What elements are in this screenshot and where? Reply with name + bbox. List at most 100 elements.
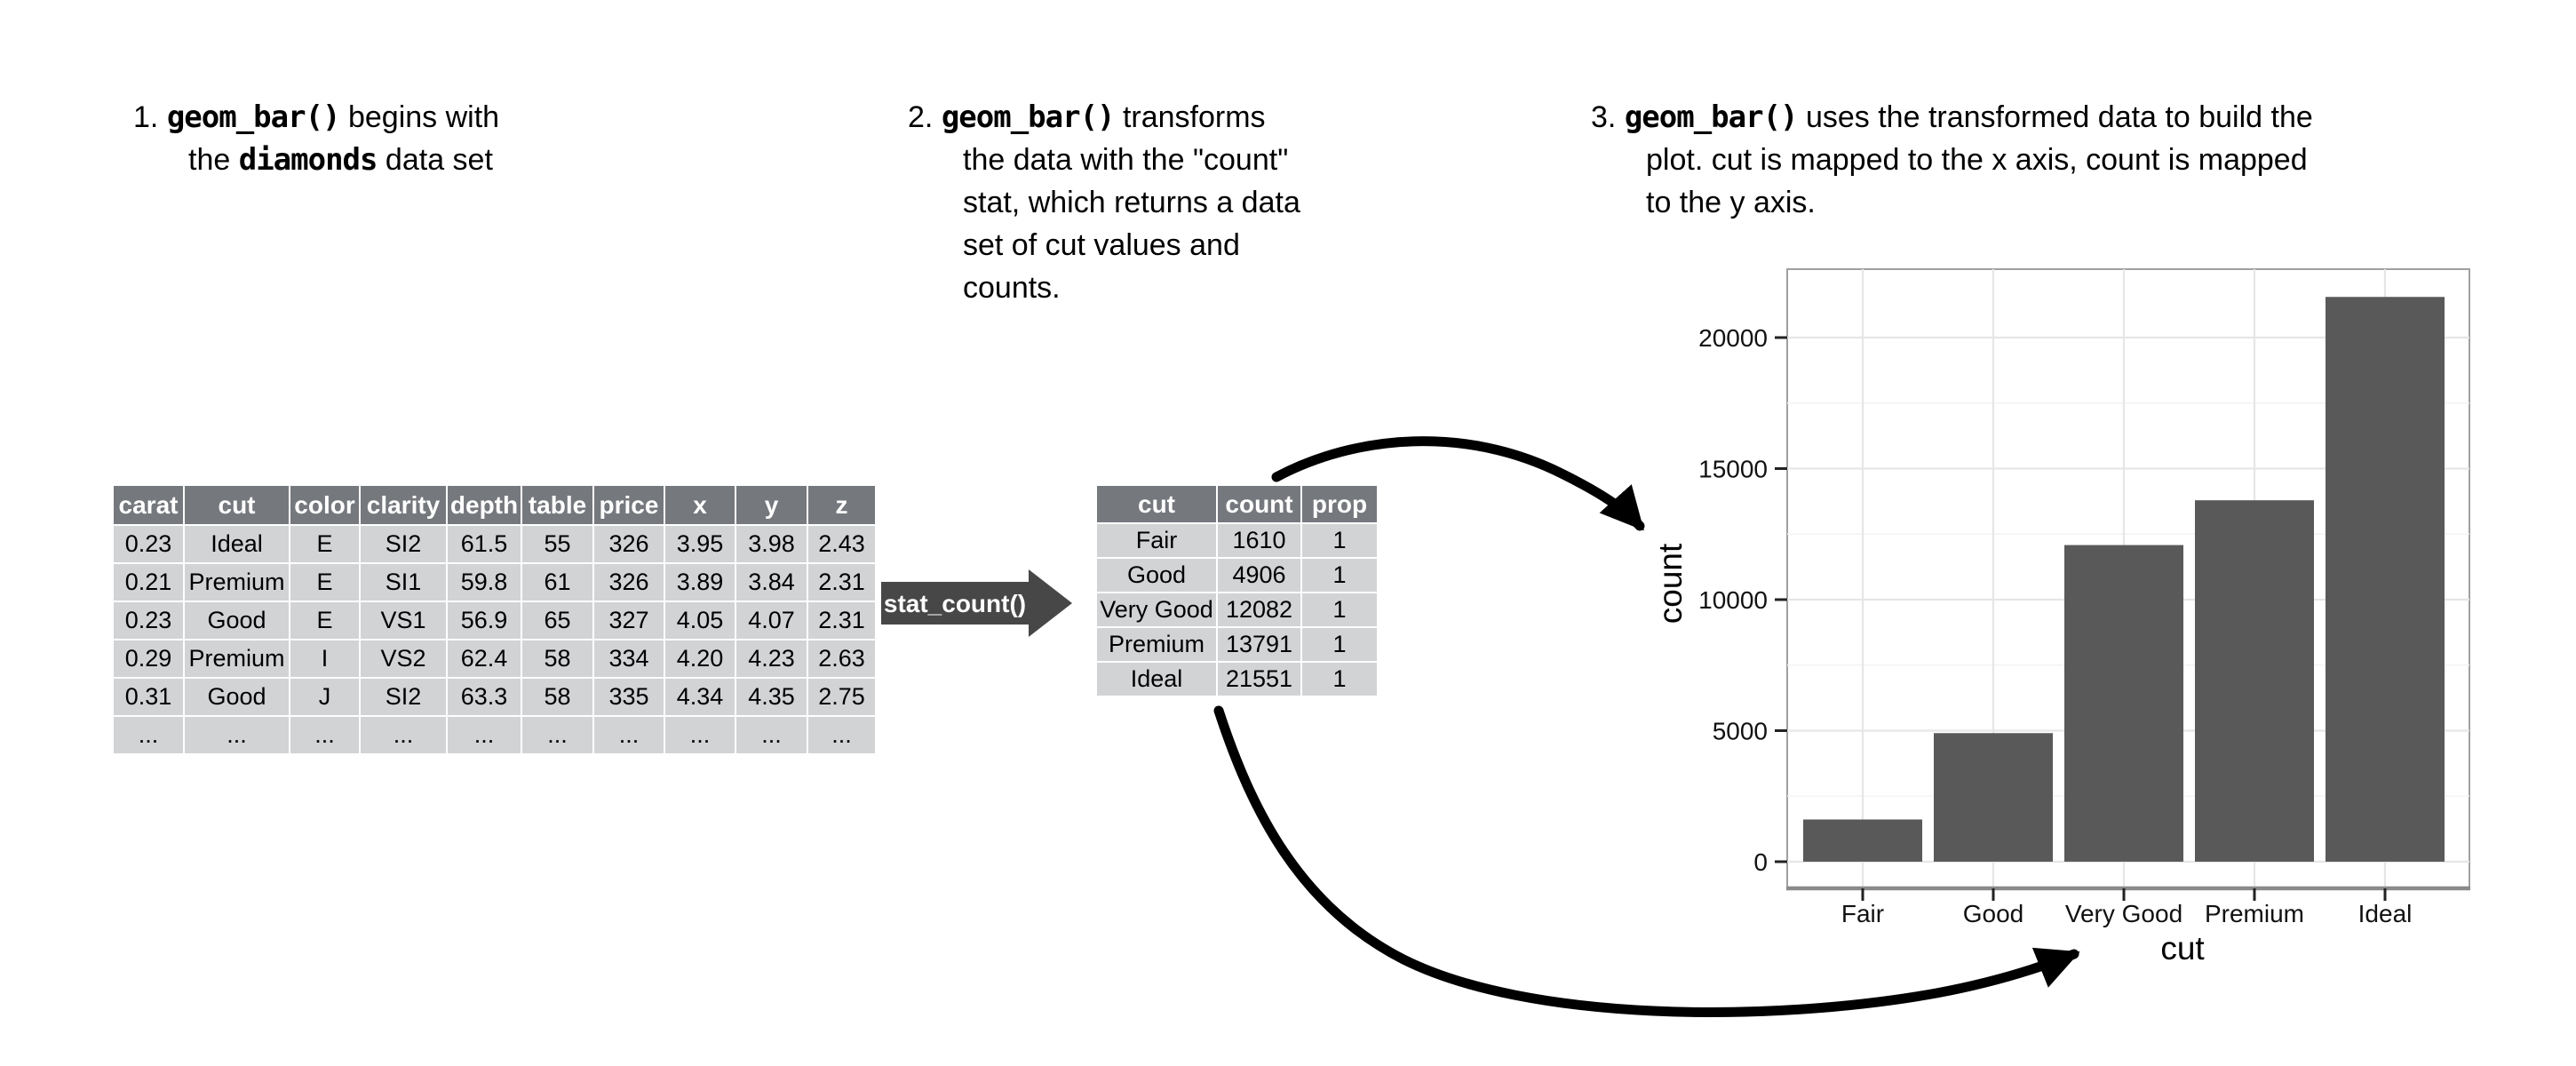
table-cell: Good (183, 677, 290, 717)
table-cell: 63.3 (446, 677, 522, 717)
table-cell: 62.4 (446, 639, 522, 679)
column-header-carat: carat (112, 484, 185, 526)
note-line: stat, which returns a data (963, 181, 1300, 224)
table-cell: 4.34 (664, 677, 736, 717)
table-cell: ... (112, 715, 185, 755)
column-header-price: price (592, 484, 665, 526)
table-cell: ... (359, 715, 448, 755)
table-cell: 0.23 (112, 601, 185, 640)
bar-very-good (2064, 545, 2183, 862)
column-header-clarity: clarity (359, 484, 448, 526)
y-tick-label: 5000 (1713, 718, 1768, 745)
table-cell: 1 (1300, 557, 1379, 593)
table-cell: ... (289, 715, 361, 755)
table-cell: 3.89 (664, 562, 736, 602)
table-cell: 4.20 (664, 639, 736, 679)
table-cell: J (289, 677, 361, 717)
x-tick-label: Ideal (2358, 900, 2413, 927)
table-cell: 61.5 (446, 524, 522, 564)
note-line: to the y axis. (1646, 181, 2313, 224)
table-cell: VS1 (359, 601, 448, 640)
y-tick-label: 0 (1753, 848, 1768, 876)
column-header-table: table (521, 484, 594, 526)
stat-count-arrowhead-icon (1029, 569, 1072, 637)
note-line: 2. geom_bar() transforms (908, 96, 1300, 139)
table-cell: 65 (521, 601, 594, 640)
table-cell: 58 (521, 639, 594, 679)
note-line: 1. geom_bar() begins with (133, 96, 499, 139)
column-header-count: count (1216, 484, 1302, 524)
table-cell: E (289, 524, 361, 564)
table-cell: SI2 (359, 677, 448, 717)
column-header-prop: prop (1300, 484, 1379, 524)
table-cell: ... (735, 715, 808, 755)
stat-count-arrow: stat_count() (881, 569, 1072, 637)
column-header-depth: depth (446, 484, 522, 526)
column-header-cut: cut (183, 484, 290, 526)
x-tick-label: Premium (2205, 900, 2304, 927)
table-cell: 12082 (1216, 592, 1302, 628)
code-text: geom_bar() (166, 99, 341, 135)
note-line: the diamonds data set (188, 139, 499, 181)
table-cell: ... (521, 715, 594, 755)
table-cell: ... (592, 715, 665, 755)
table-cell: 326 (592, 524, 665, 564)
table-cell: ... (183, 715, 290, 755)
table-cell: Premium (183, 562, 290, 602)
bar-ideal (2326, 297, 2445, 862)
plain-text: plot. cut is mapped to the x axis, count… (1646, 143, 2308, 177)
note-3: 3. geom_bar() uses the transformed data … (1591, 96, 2313, 224)
table-cell: 1 (1300, 522, 1379, 559)
plain-text: stat, which returns a data (963, 186, 1300, 219)
note-line: 3. geom_bar() uses the transformed data … (1591, 96, 2313, 139)
table-cell: 2.63 (807, 639, 877, 679)
table-cell: 56.9 (446, 601, 522, 640)
table-cell: 55 (521, 524, 594, 564)
table-cell: Ideal (183, 524, 290, 564)
plain-text: begins with (339, 100, 500, 134)
table-cell: 13791 (1216, 626, 1302, 663)
code-text: geom_bar() (941, 99, 1116, 135)
plain-text: 3. (1591, 100, 1625, 134)
stat-count-label: stat_count() (884, 590, 1026, 617)
note-line: plot. cut is mapped to the x axis, count… (1646, 139, 2313, 181)
table-cell: VS2 (359, 639, 448, 679)
code-text: diamonds (238, 142, 378, 178)
table-cell: E (289, 601, 361, 640)
y-tick-label: 20000 (1698, 324, 1768, 352)
plain-text: uses the transformed data to build the (1797, 100, 2313, 134)
table-cell: 0.21 (112, 562, 185, 602)
plain-text: transforms (1114, 100, 1266, 134)
y-tick-label: 10000 (1698, 586, 1768, 614)
table-cell: 4.05 (664, 601, 736, 640)
table-cell: 1 (1300, 592, 1379, 628)
table-cell: 61 (521, 562, 594, 602)
column-header-cut: cut (1095, 484, 1218, 524)
table-cell: 0.31 (112, 677, 185, 717)
table-cell: 1610 (1216, 522, 1302, 559)
column-header-x: x (664, 484, 736, 526)
table-cell: ... (664, 715, 736, 755)
plain-text: counts. (963, 271, 1061, 305)
y-axis-title: count (1652, 543, 1689, 624)
table-cell: 1 (1300, 661, 1379, 697)
note-line: counts. (963, 266, 1300, 309)
table-cell: 0.29 (112, 639, 185, 679)
table-cell: 1 (1300, 626, 1379, 663)
table-cell: ... (807, 715, 877, 755)
table-cell: I (289, 639, 361, 679)
table-cell: E (289, 562, 361, 602)
table-cell: Good (1095, 557, 1218, 593)
stat-count-arrow-body (881, 582, 1029, 624)
column-header-color: color (289, 484, 361, 526)
